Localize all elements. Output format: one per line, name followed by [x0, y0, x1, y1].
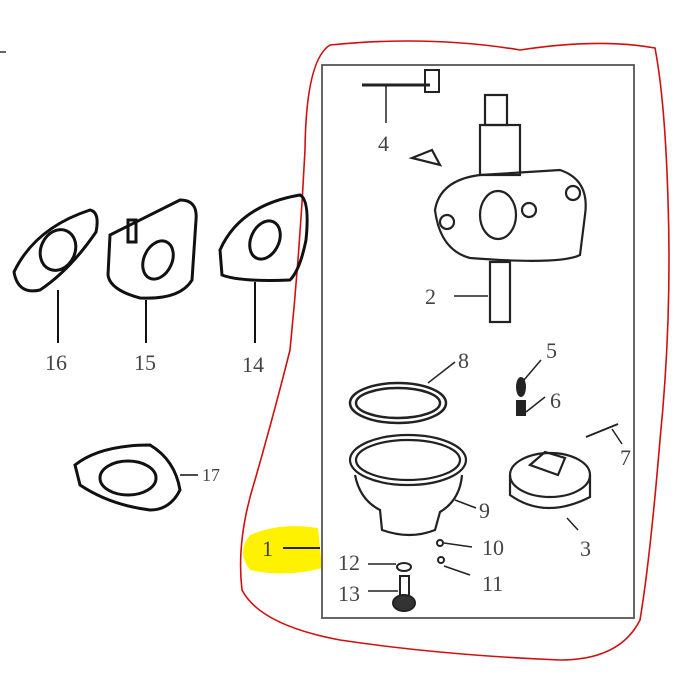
- part-14-gasket: [218, 193, 309, 343]
- part-3-float: [508, 450, 592, 531]
- part-8-bowl-gasket: [348, 361, 456, 425]
- part-2-carburetor-body: [408, 93, 587, 324]
- part-4-choke-rod: [362, 69, 440, 123]
- part-label-12: 12: [338, 550, 360, 575]
- part-label-17: 17: [202, 465, 220, 485]
- part-label-16: 16: [45, 350, 67, 375]
- part-15-insulator: [106, 198, 198, 343]
- part-label-10: 10: [482, 535, 504, 560]
- part-12-13-drain-screw: [368, 562, 416, 612]
- part-9-float-bowl: [348, 433, 477, 537]
- part-label-6: 6: [550, 388, 561, 413]
- part-label-14: 14: [242, 352, 264, 377]
- part-10-11-screws: [436, 539, 473, 576]
- part-label-1: 1: [262, 536, 273, 561]
- part-5-6-jets: [516, 359, 546, 416]
- red-annotation-outline: [239, 40, 670, 661]
- part-label-11: 11: [482, 571, 504, 596]
- part-label-2: 2: [425, 284, 436, 309]
- part-16-gasket: [12, 208, 99, 343]
- assembly-frame: [321, 64, 635, 619]
- part-17-gasket: [73, 443, 198, 512]
- part-label-7: 7: [620, 445, 631, 470]
- highlight-marker: [243, 526, 322, 574]
- part-label-8: 8: [458, 348, 469, 373]
- part-label-3: 3: [580, 536, 591, 561]
- part-label-5: 5: [546, 338, 557, 363]
- part-7-float-pin: [585, 423, 623, 445]
- part-label-4: 4: [378, 131, 389, 156]
- part-label-15: 15: [134, 350, 156, 375]
- part-label-9: 9: [479, 498, 490, 523]
- part-label-13: 13: [338, 581, 360, 606]
